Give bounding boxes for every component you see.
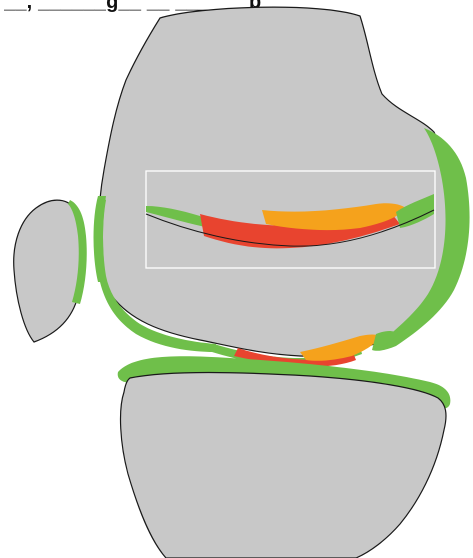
- femur-bone: [99, 7, 455, 356]
- tibia-bone: [121, 373, 446, 558]
- patella-bone: [14, 200, 82, 342]
